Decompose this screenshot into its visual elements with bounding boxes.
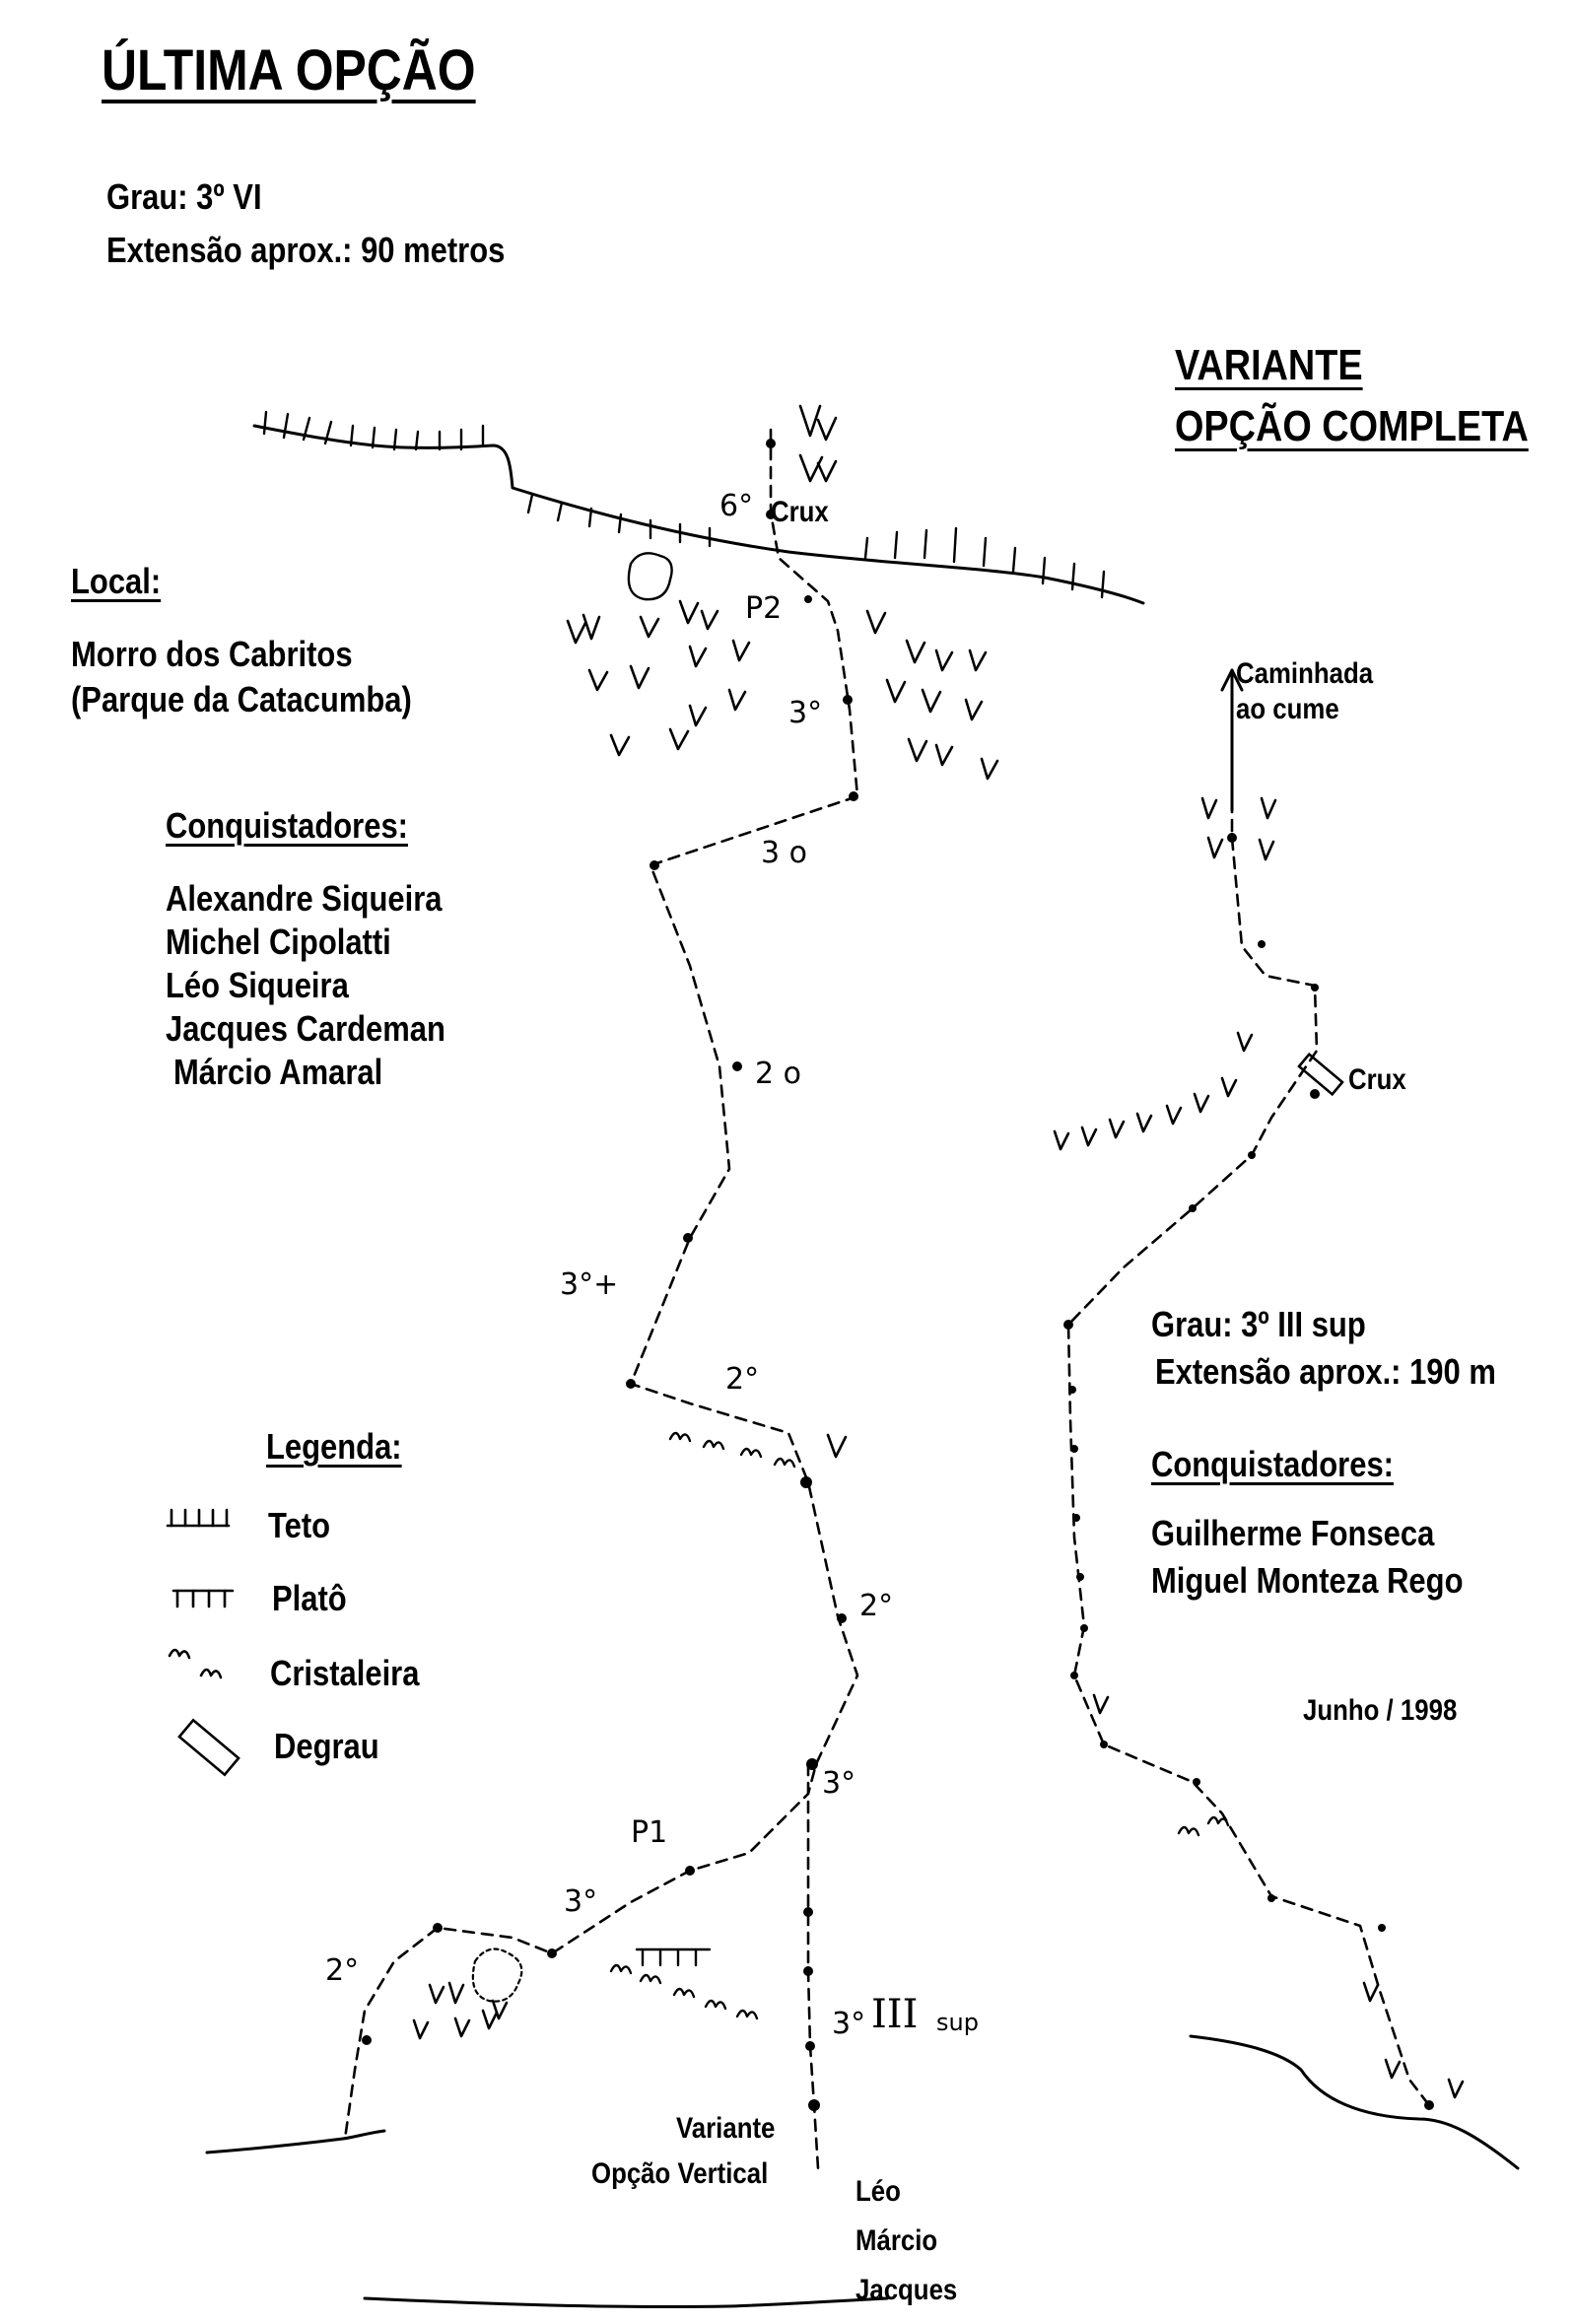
route-title: ÚLTIMA OPÇÃO bbox=[102, 38, 476, 103]
local-name: Morro dos Cabritos bbox=[71, 634, 353, 674]
teto-hatch bbox=[262, 410, 485, 451]
local-park: (Parque da Catacumba) bbox=[71, 679, 412, 719]
conqueror-name: Léo Siqueira bbox=[166, 965, 349, 1005]
variant-title-line2: OPÇÃO COMPLETA bbox=[1175, 402, 1529, 450]
belay-mark: P1 bbox=[631, 1815, 668, 1850]
degrau-mark bbox=[1297, 1052, 1344, 1097]
route-grade: Grau: 3º VI bbox=[106, 176, 262, 217]
route-length: Extensão aprox.: 90 metros bbox=[106, 230, 506, 270]
variant-title-line1: VARIANTE bbox=[1175, 341, 1363, 389]
grade-mark: 2 o bbox=[755, 1057, 801, 1091]
grade-mark: 3°+ bbox=[560, 1267, 619, 1302]
vertical-variant-line2: Opção Vertical bbox=[591, 2157, 769, 2190]
variant-date: Junho / 1998 bbox=[1303, 1694, 1458, 1727]
base-ground-left bbox=[205, 2129, 386, 2154]
belay-mark: P2 bbox=[745, 591, 783, 626]
vertical-variant-name: Márcio bbox=[855, 2224, 938, 2257]
rock-mark bbox=[627, 552, 673, 601]
conqueror-name: Michel Cipolatti bbox=[166, 922, 391, 962]
vegetation-marks bbox=[412, 404, 1465, 2099]
variant-crux-label: Crux bbox=[1348, 1063, 1406, 1096]
plato-hatch bbox=[526, 493, 1106, 599]
variant-grade: Grau: 3º III sup bbox=[1151, 1304, 1366, 1344]
grade-mark: 2° bbox=[859, 1589, 894, 1623]
conquerors-label: Conquistadores: bbox=[166, 805, 408, 846]
local-label: Local: bbox=[71, 561, 162, 601]
variant-conqueror-name: Miguel Monteza Rego bbox=[1151, 1560, 1464, 1601]
base-ground-bottom bbox=[363, 2296, 889, 2309]
grade-mark: 6° bbox=[719, 489, 754, 523]
legend-label-cristaleira: Cristaleira bbox=[270, 1653, 420, 1693]
vertical-variant-name: Jacques bbox=[855, 2274, 958, 2306]
cristaleira-marks bbox=[609, 1431, 1230, 2020]
grade-mark: 3° bbox=[832, 2007, 866, 2041]
variant-conquerors-label: Conquistadores: bbox=[1151, 1444, 1394, 1484]
crux-top-label: Crux bbox=[771, 496, 829, 528]
walk-arrow-head bbox=[1220, 668, 1244, 692]
plato-marks bbox=[635, 1948, 712, 1967]
bolt-dots bbox=[362, 439, 1434, 2111]
cristaleira-icon bbox=[168, 1648, 223, 1679]
legend-title: Legenda: bbox=[266, 1426, 402, 1467]
grade-mark: 2° bbox=[725, 1362, 760, 1397]
vertical-variant-line1: Variante bbox=[676, 2112, 776, 2145]
grade-mark: 3 o bbox=[761, 836, 807, 870]
grade-mark: 2° bbox=[325, 1953, 360, 1988]
plato-icon bbox=[171, 1589, 235, 1608]
grade-mark: 3° bbox=[788, 696, 823, 730]
variant-conqueror-name: Guilherme Fonseca bbox=[1151, 1513, 1435, 1553]
grade-mark: 3° bbox=[822, 1766, 856, 1801]
legend-label-degrau: Degrau bbox=[274, 1726, 379, 1766]
bush-mark bbox=[471, 1948, 523, 2003]
walk-label-line1: Caminhada bbox=[1236, 657, 1374, 690]
conqueror-name: Jacques Cardeman bbox=[166, 1008, 445, 1049]
vertical-variant-name: Léo bbox=[855, 2175, 901, 2208]
conqueror-name: Alexandre Siqueira bbox=[166, 878, 443, 919]
summit-edge bbox=[252, 424, 1145, 605]
grade-mark: 3° bbox=[564, 1884, 598, 1919]
conqueror-name: Márcio Amaral bbox=[173, 1052, 383, 1092]
grade-sup-mark: sup bbox=[936, 2009, 979, 2036]
grade-roman-mark: III bbox=[871, 1992, 919, 2037]
teto-icon bbox=[166, 1508, 231, 1528]
legend-label-plato: Platô bbox=[272, 1578, 347, 1618]
main-route-line bbox=[343, 428, 859, 2141]
variant-length: Extensão aprox.: 190 m bbox=[1155, 1351, 1496, 1392]
degrau-icon bbox=[177, 1718, 240, 1777]
walk-label-line2: ao cume bbox=[1236, 693, 1339, 725]
complete-variant-line bbox=[1066, 668, 1431, 2107]
legend-label-teto: Teto bbox=[268, 1505, 331, 1545]
base-ground-right bbox=[1189, 2034, 1520, 2170]
